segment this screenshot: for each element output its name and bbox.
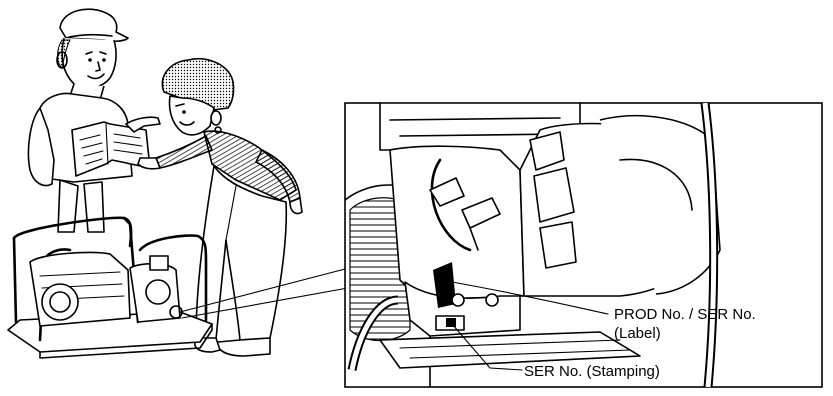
prod-ser-label-text: PROD No. / SER No. [614, 306, 756, 323]
prod-ser-label-subtext: (Label) [614, 325, 661, 342]
zoom-detail-panel: PROD No. / SER No. (Label) SER No. (Stam… [345, 103, 822, 387]
ser-stamping-mark [446, 318, 456, 327]
water-pump-overview [8, 218, 212, 358]
mechanic-figure [28, 9, 160, 232]
ser-stamping-text: SER No. (Stamping) [524, 363, 660, 380]
